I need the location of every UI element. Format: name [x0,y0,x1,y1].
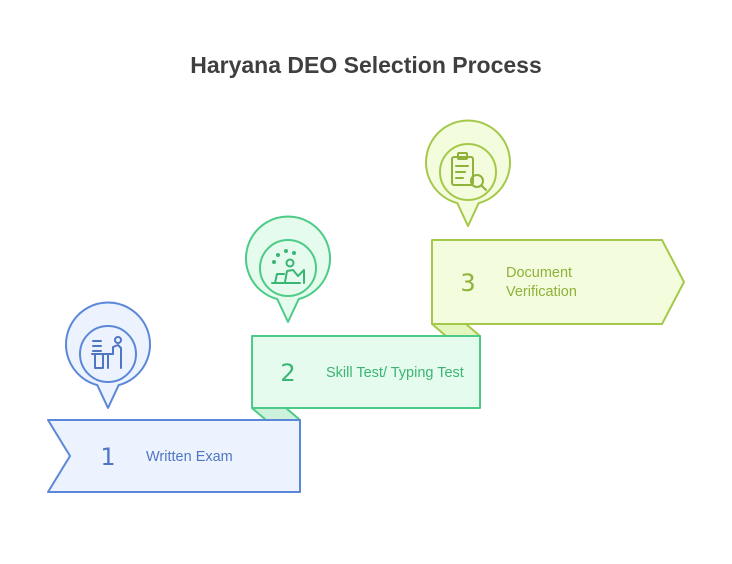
step-2-pin [245,215,331,323]
step-3-label-line-2: Verification [506,284,577,300]
diagram-title: Haryana DEO Selection Process [190,52,542,78]
document-search-icon [451,152,487,191]
step-2-banner [251,335,481,409]
step-3-number: 3 [460,269,475,297]
step-3-pin-inner [439,143,497,201]
step-1: 1 Written Exam [47,301,301,493]
step-1-label: Written Exam [146,449,233,465]
step-3-pin [425,119,511,227]
step-2-fold [251,407,301,421]
step-2-pin-inner [259,239,317,297]
typing-person-icon [271,249,305,284]
step-2: 2 Skill Test/ Typing Test [245,215,481,421]
step-2-label: Skill Test/ Typing Test [326,365,464,381]
step-1-number: 1 [100,443,115,471]
step-3: 3 Document Verification [425,119,685,337]
step-3-fold [431,323,481,337]
step-2-number: 2 [280,359,295,387]
step-3-label-line-1: Document [506,265,572,281]
step-3-label: Document Verification [506,265,577,300]
step-1-pin [65,301,151,409]
step-3-banner [431,239,685,325]
exam-desk-icon [91,336,122,369]
step-1-banner [47,419,301,493]
